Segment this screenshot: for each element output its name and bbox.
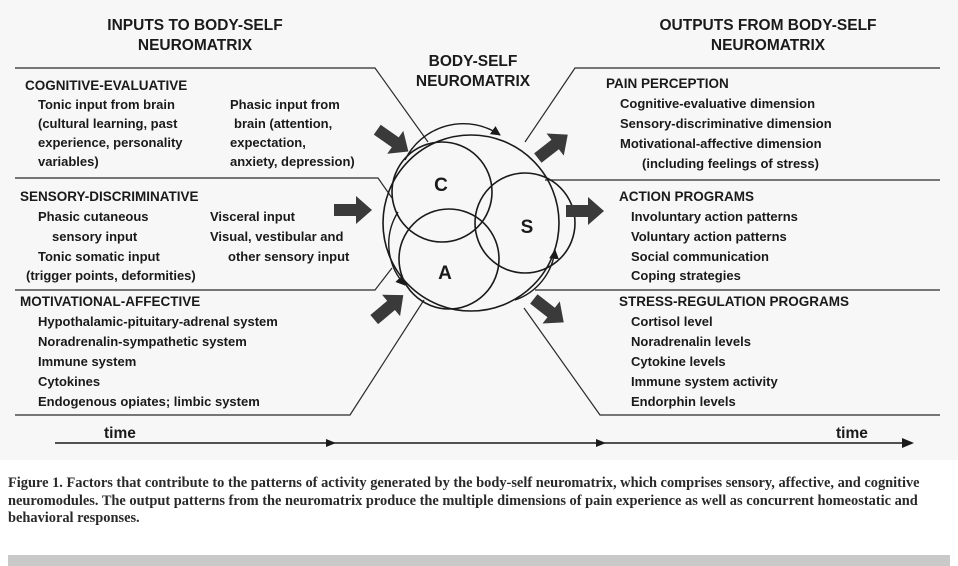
- cognitive-circle: [391, 141, 493, 243]
- cognitive-left-4: variables): [38, 154, 99, 169]
- affective-circle: [398, 208, 500, 310]
- time-label-right: time: [836, 425, 868, 442]
- sensory-left-3: Tonic somatic input: [38, 249, 160, 264]
- cognitive-evaluative-title: COGNITIVE-EVALUATIVE: [25, 78, 187, 93]
- stress-item-1: Cortisol level: [631, 314, 713, 329]
- motivational-item-1: Hypothalamic-pituitary-adrenal system: [38, 314, 278, 329]
- motivational-affective-title: MOTIVATIONAL-AFFECTIVE: [20, 294, 200, 309]
- cognitive-right-1: Phasic input from: [230, 97, 340, 112]
- sensory-left-1: Phasic cutaneous: [38, 209, 149, 224]
- stress-item-2: Noradrenalin levels: [631, 334, 751, 349]
- center-title-line1: BODY-SELF: [429, 53, 518, 70]
- action-item-3: Social communication: [631, 249, 769, 264]
- motivational-item-5: Endogenous opiates; limbic system: [38, 394, 260, 409]
- pain-item-1: Cognitive-evaluative dimension: [620, 96, 815, 111]
- output-arrow-action: [566, 197, 604, 225]
- cognitive-right-4: anxiety, depression): [230, 154, 355, 169]
- circle-label-s: S: [521, 217, 534, 238]
- motivational-item-2: Noradrenalin-sympathetic system: [38, 334, 247, 349]
- sensory-left-2: sensory input: [52, 229, 138, 244]
- pain-item-2: Sensory-discriminative dimension: [620, 116, 832, 131]
- circle-flow-arrow-left: [388, 211, 406, 286]
- pain-perception-title: PAIN PERCEPTION: [606, 76, 729, 91]
- time-axis-arrowhead-1: [326, 439, 336, 447]
- cognitive-right-2: brain (attention,: [234, 116, 332, 131]
- sensory-right-2: Visual, vestibular and: [210, 229, 343, 244]
- sensory-right-3: other sensory input: [228, 249, 350, 264]
- cognitive-right-3: expectation,: [230, 135, 306, 150]
- stress-regulation-title: STRESS-REGULATION PROGRAMS: [619, 294, 849, 309]
- action-item-4: Coping strategies: [631, 268, 741, 283]
- time-label-left: time: [104, 425, 136, 442]
- cognitive-left-1: Tonic input from brain: [38, 97, 175, 112]
- outputs-header-line2: NEUROMATRIX: [711, 37, 826, 54]
- figure-caption: Figure 1. Factors that contribute to the…: [8, 475, 920, 526]
- neuromatrix-circles: [382, 134, 576, 312]
- stress-item-3: Cytokine levels: [631, 354, 726, 369]
- input-arrow-motivational: [370, 294, 404, 325]
- stress-item-5: Endorphin levels: [631, 394, 736, 409]
- stress-item-4: Immune system activity: [631, 374, 778, 389]
- center-title-line2: NEUROMATRIX: [416, 73, 531, 90]
- pain-item-3: Motivational-affective dimension: [620, 136, 822, 151]
- bottom-divider-bar: [8, 555, 950, 566]
- motivational-item-3: Immune system: [38, 354, 136, 369]
- circle-flow-arrow-top: [404, 122, 501, 161]
- inputs-header-line1: INPUTS TO BODY-SELF: [107, 17, 282, 34]
- sensory-left-4: (trigger points, deformities): [26, 268, 196, 283]
- output-arrow-stress: [530, 294, 564, 324]
- action-item-1: Involuntary action patterns: [631, 209, 798, 224]
- outputs-header-line1: OUTPUTS FROM BODY-SELF: [660, 17, 877, 34]
- cognitive-left-2: (cultural learning, past: [38, 116, 178, 131]
- circle-label-a: A: [438, 263, 452, 284]
- output-arrow-pain: [534, 133, 568, 163]
- sensory-discriminative-title: SENSORY-DISCRIMINATIVE: [20, 189, 199, 204]
- time-axis-arrowhead-2: [596, 439, 606, 447]
- time-axis-arrowhead-end: [902, 438, 914, 448]
- action-item-2: Voluntary action patterns: [631, 229, 787, 244]
- outer-circle: [382, 134, 560, 312]
- divider-lines: [15, 67, 940, 416]
- input-arrow-sensory: [334, 196, 372, 224]
- input-arrow-cognitive: [373, 124, 409, 154]
- circle-flow-arrow-right: [514, 249, 559, 301]
- sensory-right-1: Visceral input: [210, 209, 296, 224]
- motivational-item-4: Cytokines: [38, 374, 100, 389]
- neuromatrix-diagram: INPUTS TO BODY-SELF NEUROMATRIX OUTPUTS …: [15, 17, 940, 448]
- pain-item-4: (including feelings of stress): [642, 156, 819, 171]
- sensory-circle: [474, 172, 576, 274]
- cognitive-left-3: experience, personality: [38, 135, 183, 150]
- circle-label-c: C: [434, 175, 448, 196]
- inputs-header-line2: NEUROMATRIX: [138, 37, 253, 54]
- action-programs-title: ACTION PROGRAMS: [619, 189, 754, 204]
